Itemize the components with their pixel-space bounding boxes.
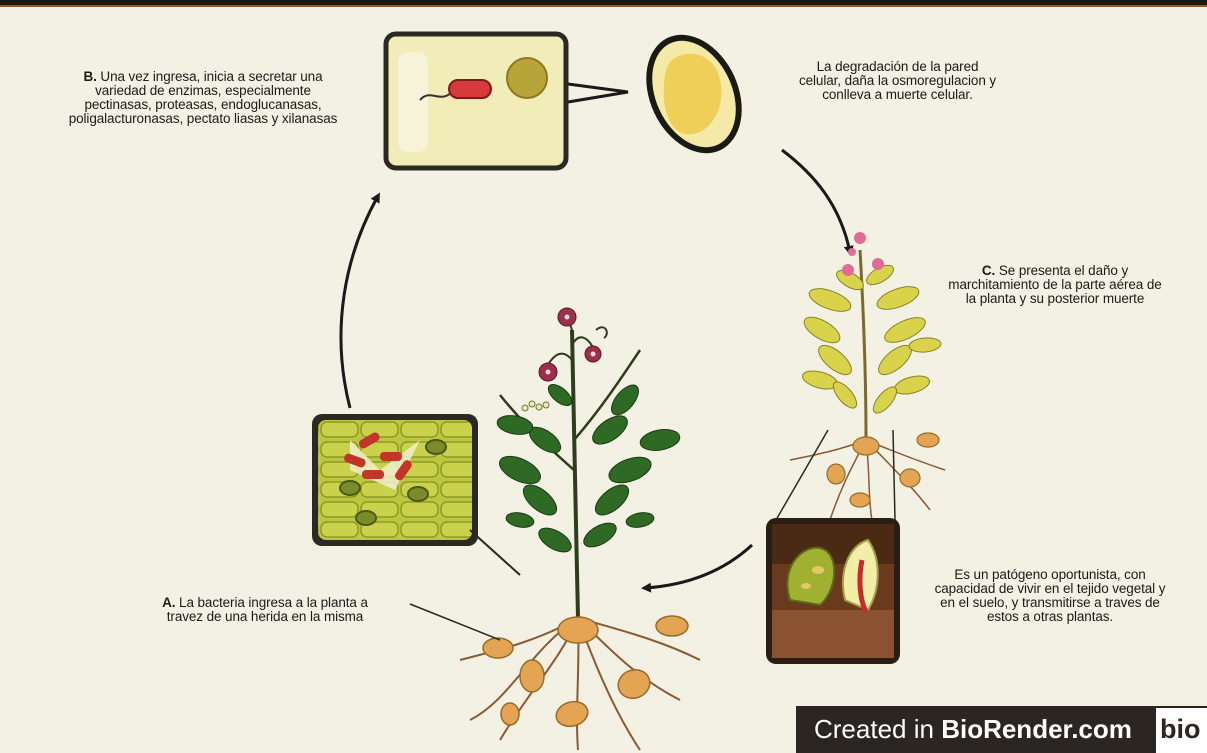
wilting-plant bbox=[776, 232, 945, 520]
biorender-credit[interactable]: Created in BioRender.com bbox=[814, 712, 1132, 746]
biorender-logo-text: bio bbox=[1160, 712, 1201, 746]
label-c-line: C. Se presenta el daño y bbox=[930, 264, 1180, 278]
arrow-cell-to-c bbox=[782, 150, 850, 252]
credit-brand: BioRender.com bbox=[941, 714, 1132, 744]
label-deg-line: conlleva a muerte celular. bbox=[765, 88, 1030, 102]
tissue-panel bbox=[312, 414, 520, 575]
credit-prefix: Created in bbox=[814, 714, 941, 744]
label-a-entry: A. La bacteria ingresa a la planta a tra… bbox=[130, 596, 400, 624]
arrow-c-to-a bbox=[645, 545, 752, 588]
soil-panel bbox=[766, 518, 900, 664]
label-deg-line: celular, daña la osmoregulacion y bbox=[765, 74, 1030, 88]
label-p-line: en el suelo, y transmitirse a traves de bbox=[900, 596, 1200, 610]
label-b-line: variedad de enzimas, especialmente bbox=[28, 84, 378, 98]
label-p-line: Es un patógeno oportunista, con bbox=[900, 568, 1200, 582]
arrow-panel-to-cell bbox=[568, 84, 628, 102]
label-c-wilting: C. Se presenta el daño y marchitamiento … bbox=[930, 264, 1180, 306]
label-b-line: pectinasas, proteasas, endoglucanasas, bbox=[28, 98, 378, 112]
label-cell-degradation: La degradación de la pared celular, daña… bbox=[765, 60, 1030, 102]
label-p-line: capacidad de vivir en el tejido vegetal … bbox=[900, 582, 1200, 596]
potato-tubers bbox=[483, 616, 688, 730]
label-b-line: B. Una vez ingresa, inicia a secretar un… bbox=[28, 70, 378, 84]
label-c-line: marchitamiento de la parte aérea de bbox=[930, 278, 1180, 292]
arrow-a-to-b bbox=[341, 196, 378, 408]
label-a-line: A. La bacteria ingresa a la planta a bbox=[130, 596, 400, 610]
label-b-enzymes: B. Una vez ingresa, inicia a secretar un… bbox=[28, 70, 378, 126]
label-c-line: la planta y su posterior muerte bbox=[930, 292, 1180, 306]
degraded-cell bbox=[628, 19, 760, 169]
bacterium-panel bbox=[386, 34, 566, 168]
label-p-line: estos a otras plantas. bbox=[900, 610, 1200, 624]
label-b-line: poligalacturonasas, pectato liasas y xil… bbox=[28, 112, 378, 126]
biorender-logo[interactable]: bio bbox=[1156, 708, 1207, 753]
label-a-line: travez de una herida en la misma bbox=[130, 610, 400, 624]
label-opportunistic-pathogen: Es un patógeno oportunista, con capacida… bbox=[900, 568, 1200, 624]
label-deg-line: La degradación de la pared bbox=[765, 60, 1030, 74]
pink-flowers bbox=[842, 232, 884, 276]
